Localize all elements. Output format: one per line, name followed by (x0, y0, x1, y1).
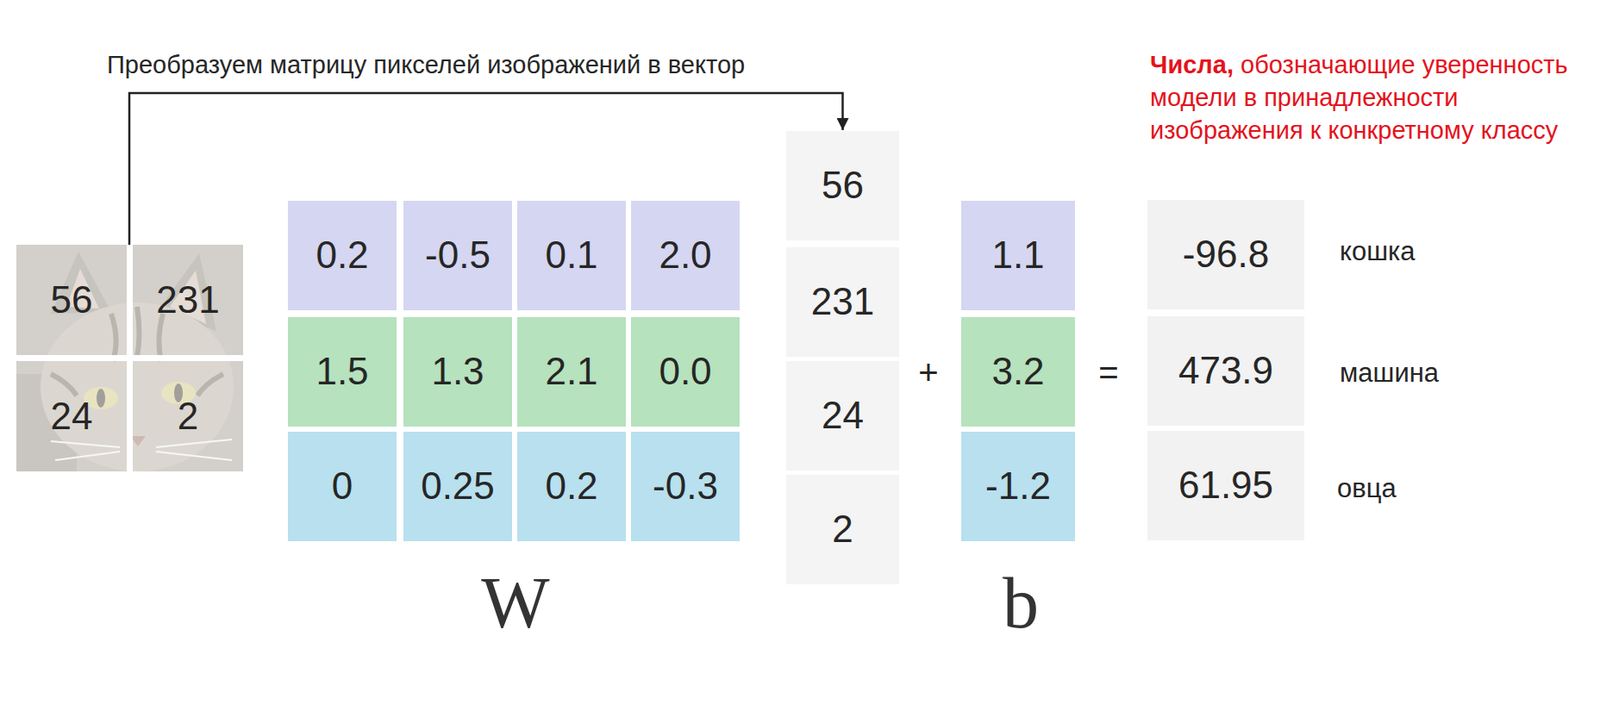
vector-cell: 2 (786, 475, 900, 585)
bias-cell: 3.2 (961, 317, 1075, 427)
cell-value: -0.3 (652, 465, 719, 507)
equals-sign: = (1098, 352, 1119, 393)
cell-value: 2.0 (658, 234, 712, 276)
score-cell: 473.9 (1147, 316, 1305, 426)
class-label: овца (1337, 473, 1397, 505)
weight-cell: 0 (287, 431, 397, 542)
cell-value: 0.25 (420, 465, 495, 507)
cell-value: 2 (177, 395, 199, 438)
pixel-cell: 231 (132, 244, 244, 356)
score-cell: -96.8 (1147, 200, 1305, 310)
class-label: машина (1339, 357, 1439, 389)
weight-cell: 0.1 (517, 200, 626, 311)
pixel-cell: 2 (132, 361, 244, 472)
vector-name: b (1002, 562, 1039, 646)
weight-cell: -0.3 (631, 431, 740, 542)
vector-cell: 56 (786, 131, 900, 241)
score-cell: 61.95 (1147, 431, 1305, 541)
cell-value: 1.1 (991, 234, 1044, 276)
bias-cell: -1.2 (961, 431, 1075, 542)
weight-cell: 0.2 (287, 200, 397, 311)
cell-value: 0.2 (544, 465, 598, 507)
cell-value: 0.2 (315, 234, 369, 276)
cell-value: 0 (331, 465, 353, 507)
cell-value: 56 (821, 164, 864, 207)
cell-gap (16, 355, 244, 362)
note-highlight: Числа, (1150, 50, 1234, 79)
pixel-cell: 24 (16, 361, 127, 472)
cell-value: 231 (811, 281, 875, 323)
cell-value: -96.8 (1182, 233, 1269, 275)
cell-value: 473.9 (1178, 350, 1274, 392)
weight-cell: -0.5 (403, 200, 513, 311)
cell-value: 2 (831, 508, 853, 550)
cell-value: -0.5 (425, 234, 491, 276)
weight-cell: 0.25 (403, 431, 513, 542)
vector-cell: 24 (786, 361, 900, 471)
cell-value: 61.95 (1178, 464, 1274, 507)
cell-value: 1.5 (315, 350, 369, 393)
vector-cell: 231 (786, 247, 900, 357)
cell-value: 3.2 (991, 350, 1044, 393)
pixel-cell: 56 (16, 244, 127, 356)
cell-value: 231 (156, 279, 219, 321)
matrix-name: W (481, 562, 550, 646)
cell-value: 56 (50, 279, 94, 321)
annotation: Числа,обозначающие уверенность модели в … (1150, 48, 1573, 147)
weight-cell: 0.0 (631, 317, 740, 427)
arrow-label: Преобразуем матрицу пикселей изображений… (106, 50, 745, 80)
weight-cell: 0.2 (517, 431, 626, 542)
weight-cell: 1.5 (287, 317, 397, 427)
class-label: кошка (1339, 236, 1416, 268)
cell-value: 2.1 (544, 350, 598, 393)
weight-cell: 1.3 (403, 317, 513, 427)
weight-cell: 2.1 (517, 317, 626, 427)
cell-value: 0.0 (658, 350, 712, 393)
cell-value: 24 (821, 394, 864, 437)
cell-value: -1.2 (985, 465, 1051, 507)
cell-value: 0.1 (544, 234, 598, 276)
photo-ground (16, 244, 244, 472)
cell-value: 24 (50, 395, 94, 438)
plus-sign: + (918, 352, 938, 393)
cell-value: 1.3 (431, 350, 484, 393)
bias-cell: 1.1 (961, 200, 1075, 311)
weight-cell: 2.0 (631, 200, 740, 311)
